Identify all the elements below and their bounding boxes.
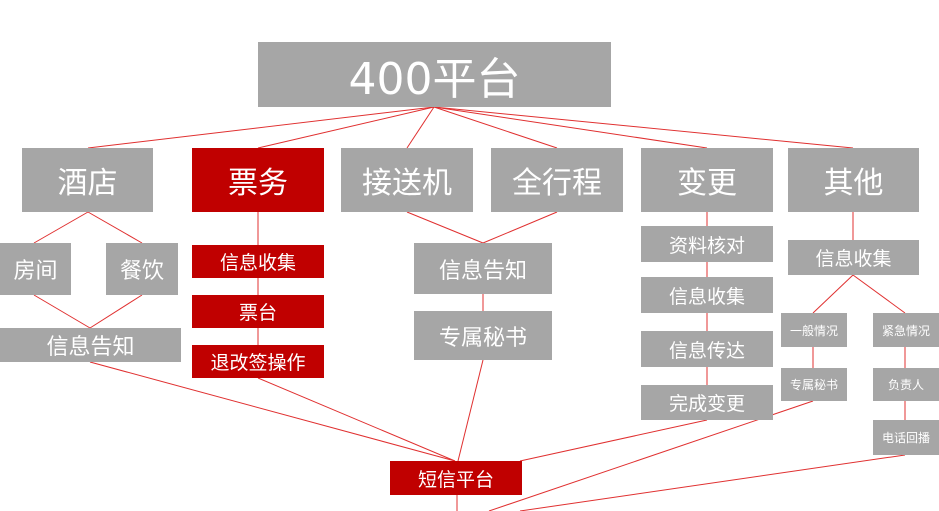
change-info-collect: 信息收集 bbox=[641, 277, 773, 313]
ticket-refund-change: 退改签操作 bbox=[192, 345, 324, 378]
category-ticket: 票务 bbox=[192, 148, 324, 212]
change-info-relay: 信息传达 bbox=[641, 331, 773, 367]
category-full-trip: 全行程 bbox=[491, 148, 623, 212]
change-complete: 完成变更 bbox=[641, 385, 773, 420]
change-verify: 资料核对 bbox=[641, 226, 773, 262]
ticket-counter: 票台 bbox=[192, 295, 324, 328]
transfer-notice: 信息告知 bbox=[414, 243, 552, 294]
category-change: 变更 bbox=[641, 148, 773, 212]
other-info-collect: 信息收集 bbox=[788, 240, 919, 275]
hotel-notice: 信息告知 bbox=[0, 328, 181, 362]
sms-platform: 短信平台 bbox=[390, 461, 522, 495]
category-transfer: 接送机 bbox=[341, 148, 473, 212]
other-callback: 电话回播 bbox=[873, 420, 939, 455]
ticket-info-collect: 信息收集 bbox=[192, 245, 324, 278]
hotel-dining: 餐饮 bbox=[106, 243, 178, 295]
other-urgent: 紧急情况 bbox=[873, 313, 939, 347]
other-secretary: 专属秘书 bbox=[781, 368, 847, 401]
root-node: 400平台 bbox=[258, 42, 611, 107]
other-general: 一般情况 bbox=[781, 313, 847, 347]
transfer-secretary: 专属秘书 bbox=[414, 311, 552, 360]
category-other: 其他 bbox=[788, 148, 919, 212]
other-responsible: 负责人 bbox=[873, 368, 939, 401]
category-hotel: 酒店 bbox=[22, 148, 153, 212]
hotel-room: 房间 bbox=[0, 243, 71, 295]
